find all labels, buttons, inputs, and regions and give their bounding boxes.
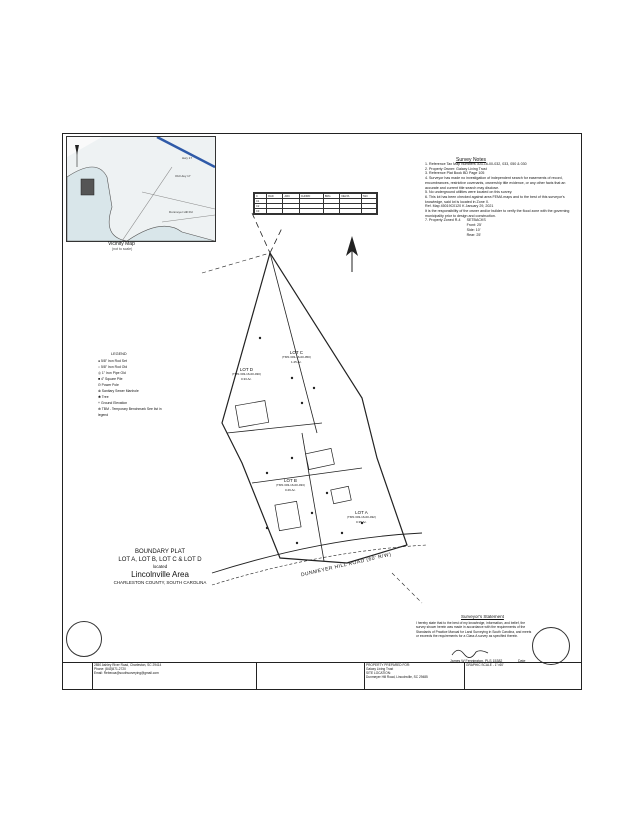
legend-item: ● 5/8" Iron Rod Set (98, 359, 127, 363)
location-label: SITE LOCATION: (366, 671, 391, 675)
survey-note: 1. Reference Tax Map Numbers 303-16-00-0… (425, 162, 527, 166)
lot-a-label: LOT A (TMS 303-16-00-032) 0.35 Ac. (347, 510, 376, 525)
legend-item: ○ 5/8" Iron Rod Old (98, 365, 128, 369)
company-logo (62, 662, 92, 690)
north-arrow-icon (346, 236, 358, 272)
legend-item: ⊗ Sanitary Sewer Manhole (98, 389, 139, 393)
revisions-block (256, 662, 364, 690)
statement-body: I hereby state that to the best of my kn… (416, 621, 534, 638)
legend-item: ⊕ TBM - Temporary Benchmark See list in … (98, 407, 162, 417)
lot-tms: (TMS 303-16-00-033) (276, 483, 305, 487)
survey-note: 2. Property Owner: Galaxy Living Trust (425, 166, 487, 171)
plat-drawing (201, 212, 428, 604)
lot-name: LOT D (239, 367, 254, 372)
vicinity-map-label: Vicinity Map (108, 241, 135, 247)
date-label: Date (518, 659, 526, 663)
legend-item: + Ground Elevation (98, 401, 128, 405)
vicinity-map-sublabel: (not to scale) (112, 247, 133, 251)
svg-text:Old Hwy 17: Old Hwy 17 (175, 174, 191, 178)
survey-note: 4. Surveyor has made no investigation of… (425, 176, 566, 190)
legend-item: ◎ 1" Iron Pipe Old (98, 371, 126, 375)
lot-name: LOT C (289, 350, 304, 355)
lot-area: 0.33 Ac. (241, 377, 252, 381)
survey-note: 3. Reference Plat Book BD Page 105 (425, 171, 485, 176)
surveyor-seal-left (66, 621, 102, 657)
company-address: 2850 Ashley River Road, Charleston, SC 2… (94, 663, 162, 667)
lot-tms: (TMS 303-16-00-030) (232, 372, 261, 376)
lot-name: LOT B (283, 478, 297, 483)
legend-title: LEGEND (111, 352, 127, 356)
lot-b-label: LOT B (TMS 303-16-00-033) 0.29 Ac. (276, 478, 305, 493)
company-email: Email: Rebecca@southsurveying@gmail.com (94, 671, 159, 675)
plat-title: BOUNDARY PLAT LOT A, LOT B, LOT C & LOT … (100, 548, 220, 586)
setback-line: Side: 10' (466, 227, 481, 232)
surveyor-seal-right (532, 627, 570, 665)
site-location: Dunmeyer Hill Road, Lincolnville, SC 294… (366, 675, 428, 679)
setback-line: Front: 25' (466, 223, 482, 228)
title-block (62, 662, 582, 691)
legend-item: ʘ Power Pole (98, 383, 119, 387)
lot-name: LOT A (355, 510, 368, 515)
lot-area: 0.29 Ac. (285, 488, 296, 492)
lot-area: 0.35 Ac. (356, 520, 367, 524)
survey-note: 7. Property Zoned R-4 (425, 218, 461, 223)
statement-text: I hereby state that to the best of my kn… (416, 621, 532, 638)
survey-note: 6. This lot has been checked against are… (425, 194, 565, 204)
signature (451, 649, 489, 658)
setbacks: SETBACKS Front: 25' Side: 10' Rear: 25' (467, 218, 486, 237)
survey-note: Ref. Map 45019C0120 K January 29, 2021 (425, 204, 494, 209)
survey-note: 5. No underground utilities were located… (425, 190, 513, 195)
survey-notes: 1. Reference Tax Map Numbers 303-16-00-0… (425, 162, 575, 237)
company-phone: Phone: (843)571-2720 (94, 667, 126, 671)
statement-title: Surveyor's Statement (461, 614, 504, 619)
plat-title-line: located (152, 564, 168, 569)
setback-line: Rear: 25' (466, 232, 482, 237)
client-name: Galaxy Living Trust (366, 667, 394, 671)
client-block: PROPERTY PREPARED FOR: Galaxy Living Tru… (364, 662, 464, 690)
graphic-scale: GRAPHIC SCALE - 1"=60' (466, 663, 504, 667)
legend-item: ■ 4" Square Pile (98, 377, 123, 381)
scale-block: GRAPHIC SCALE - 1"=60' (464, 662, 582, 690)
survey-note: It is the responsibility of the owner an… (425, 209, 570, 218)
svg-text:Hwy 17: Hwy 17 (182, 156, 192, 160)
lot-tms: (TMS 303-16-00-032) (347, 515, 376, 519)
plat-title-line: BOUNDARY PLAT (134, 549, 185, 555)
signer-name: James W Fennington, PLS 15382 (450, 659, 503, 663)
prepared-for-label: PROPERTY PREPARED FOR: (366, 663, 411, 667)
plat-title-line: LOT A, LOT B, LOT C & LOT D (118, 557, 202, 563)
lot-tms: (TMS 303-16-00-050) (282, 355, 311, 359)
setback-line: SETBACKS (466, 218, 486, 223)
svg-text:Dunmeyer Hill Rd: Dunmeyer Hill Rd (169, 210, 193, 214)
lot-c-label: LOT C (TMS 303-16-00-050) 1.25 Ac. (282, 350, 311, 365)
vicinity-map: Hwy 17 Old Hwy 17 Dunmeyer Hill Rd (66, 136, 216, 242)
plat-title-area: Lincolnville Area (131, 570, 189, 579)
plat-title-county: CHARLESTON COUNTY, SOUTH CAROLINA (113, 580, 207, 585)
survey-notes-title: Survey Notes (456, 157, 487, 163)
lot-area: 1.25 Ac. (291, 360, 302, 364)
legend: ● 5/8" Iron Rod Set ○ 5/8" Iron Rod Old … (98, 358, 168, 418)
company-info: 2850 Ashley River Road, Charleston, SC 2… (92, 662, 256, 690)
parcel-boundary (221, 251, 408, 564)
lot-d-label: LOT D (TMS 303-16-00-030) 0.33 Ac. (232, 367, 261, 382)
legend-item: ✱ Tree (98, 395, 109, 399)
vicinity-map-drawing: Hwy 17 Old Hwy 17 Dunmeyer Hill Rd (67, 137, 215, 241)
